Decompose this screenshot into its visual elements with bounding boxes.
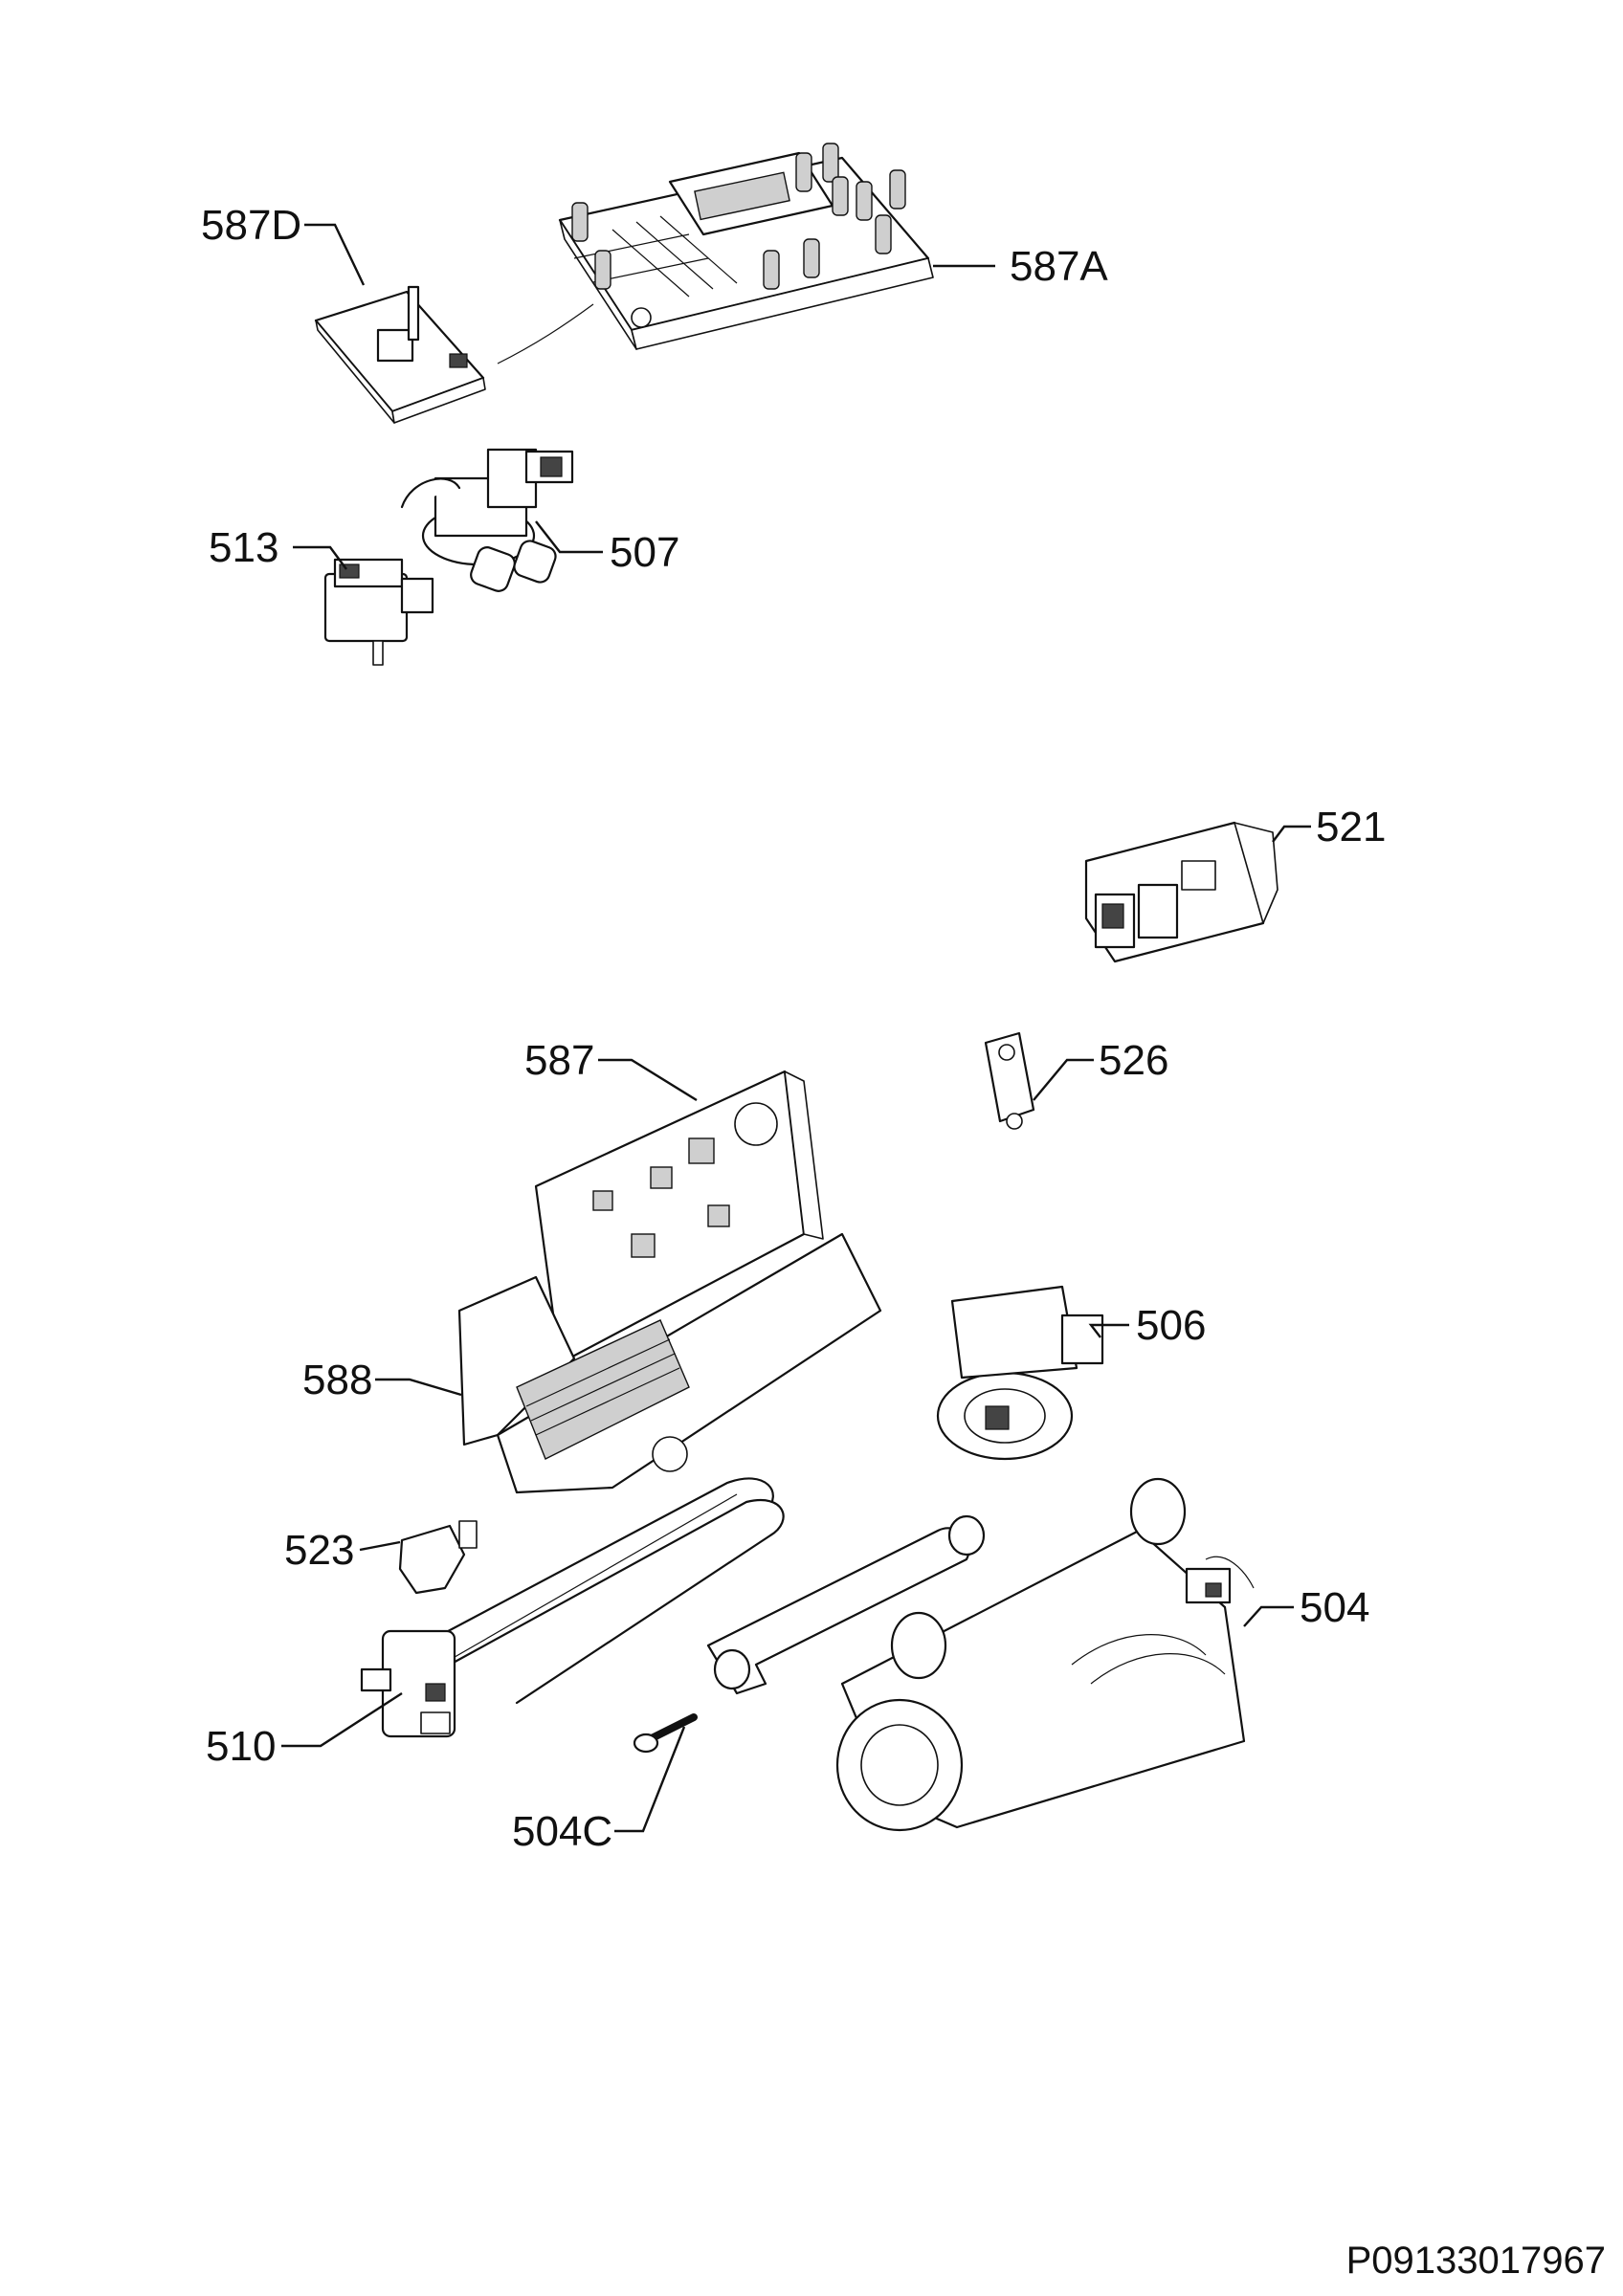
callout-587D: 587D xyxy=(201,202,301,249)
callout-513: 513 xyxy=(209,524,278,571)
part-523-clip xyxy=(398,1520,478,1595)
part-587D-selector-board xyxy=(314,285,486,424)
callout-504C: 504C xyxy=(512,1808,612,1855)
callout-588: 588 xyxy=(302,1357,372,1403)
leader-lines xyxy=(281,223,1311,1833)
callout-507: 507 xyxy=(610,529,679,576)
part-506-drain-pump xyxy=(936,1285,1104,1461)
callout-510: 510 xyxy=(206,1723,276,1770)
part-510-heating-element xyxy=(360,1477,785,1738)
spring-buttons xyxy=(571,143,906,290)
part-504C-screw xyxy=(633,1713,698,1754)
part-513-pressure-switch xyxy=(323,558,434,666)
callout-587A: 587A xyxy=(1010,243,1108,290)
part-587-588-main-board xyxy=(457,1070,882,1494)
document-id: P09133017967 xyxy=(1345,2240,1606,2282)
part-526-bracket xyxy=(984,1031,1035,1130)
callout-506: 506 xyxy=(1136,1302,1206,1349)
callout-526: 526 xyxy=(1099,1037,1168,1084)
callout-504: 504 xyxy=(1300,1584,1369,1631)
part-587A-control-panel xyxy=(497,143,934,364)
callout-521: 521 xyxy=(1316,804,1386,850)
callout-523: 523 xyxy=(284,1527,354,1574)
part-521-door-lock xyxy=(1084,821,1278,963)
part-507-inlet-valve xyxy=(400,448,574,592)
callout-labels: 587D 587A 513 507 521 587 526 506 588 52… xyxy=(201,202,1386,1855)
part-504-motor xyxy=(706,1477,1255,1832)
callout-587: 587 xyxy=(524,1037,594,1084)
